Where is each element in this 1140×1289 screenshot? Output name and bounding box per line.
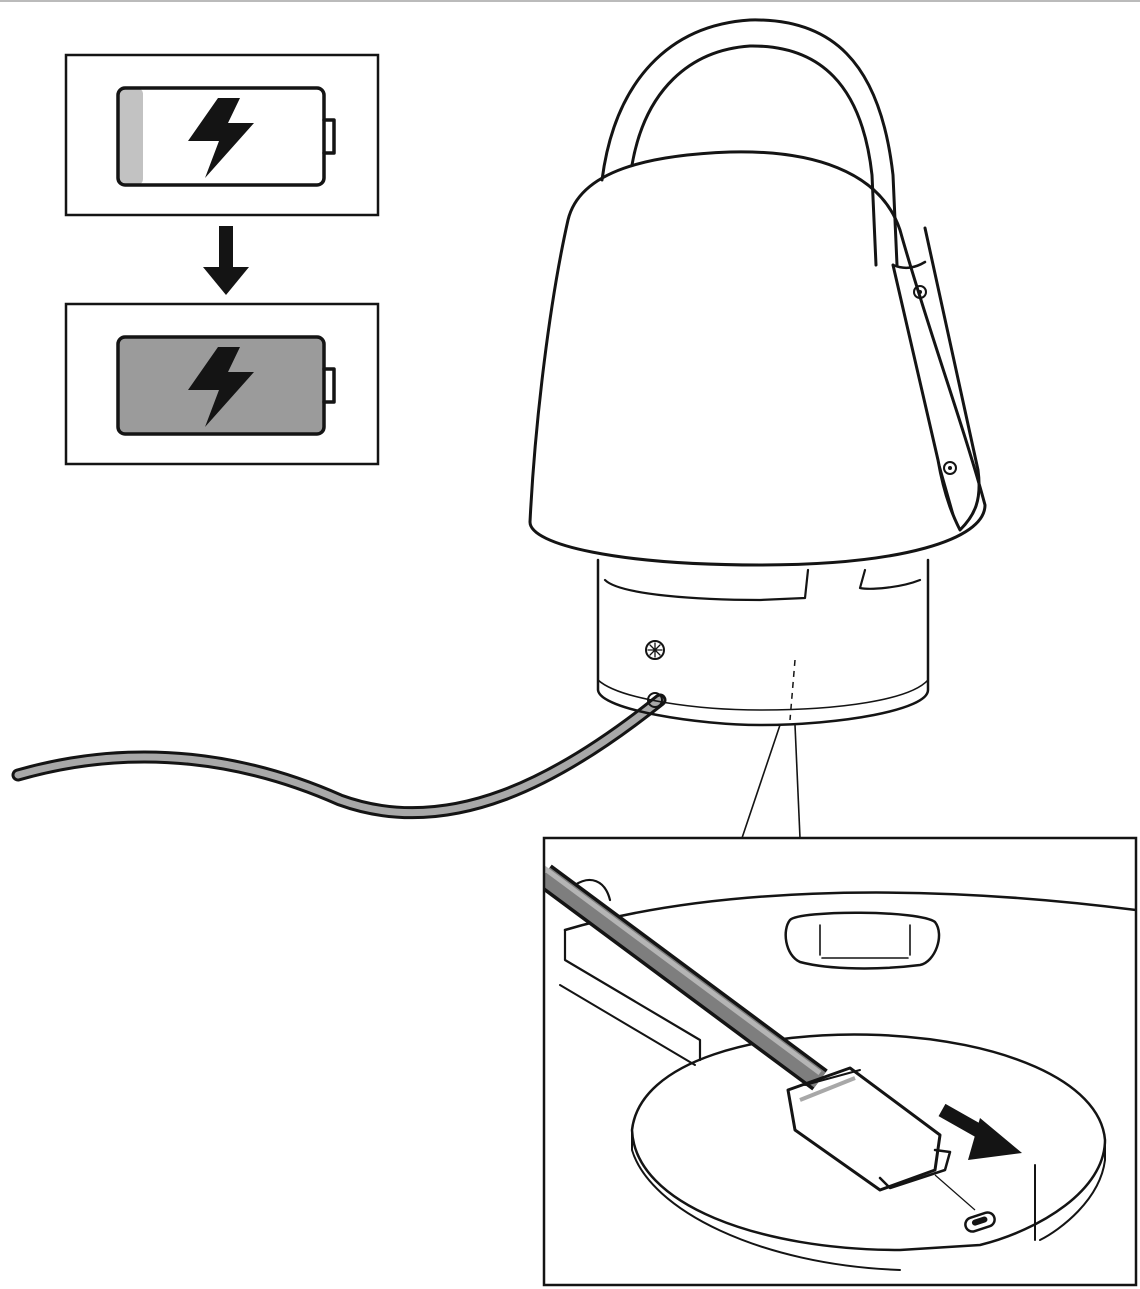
- slot-opening: [784, 911, 941, 970]
- insertion-guide-line: [934, 1174, 976, 1211]
- lamp: [528, 18, 987, 727]
- lightning-bolt-icon: [188, 347, 254, 427]
- handle-screw-icon: [913, 285, 927, 299]
- handle-screw-icon: [943, 461, 957, 475]
- arrow-down-icon: [203, 226, 249, 295]
- port-location-hint: [789, 659, 796, 721]
- battery-low-icon: [116, 86, 336, 187]
- detail-view-usb-port: [542, 836, 1138, 1287]
- lamp-handle: [600, 18, 981, 532]
- usb-c-plug: [786, 1066, 952, 1192]
- usb-c-port-icon: [964, 1211, 996, 1233]
- detail-leader-lines: [741, 724, 801, 839]
- lamp-shade: [528, 150, 987, 567]
- battery-panel-full: [64, 302, 380, 466]
- power-button-icon: [645, 640, 665, 660]
- battery-panel-low: [64, 53, 380, 217]
- lightning-bolt-icon: [188, 98, 254, 178]
- battery-full-icon: [116, 335, 336, 436]
- power-cable: [11, 693, 667, 820]
- lamp-base: [596, 558, 930, 727]
- arrow-right-down-icon: [938, 1103, 1022, 1160]
- usb-c-cable: [544, 864, 828, 1091]
